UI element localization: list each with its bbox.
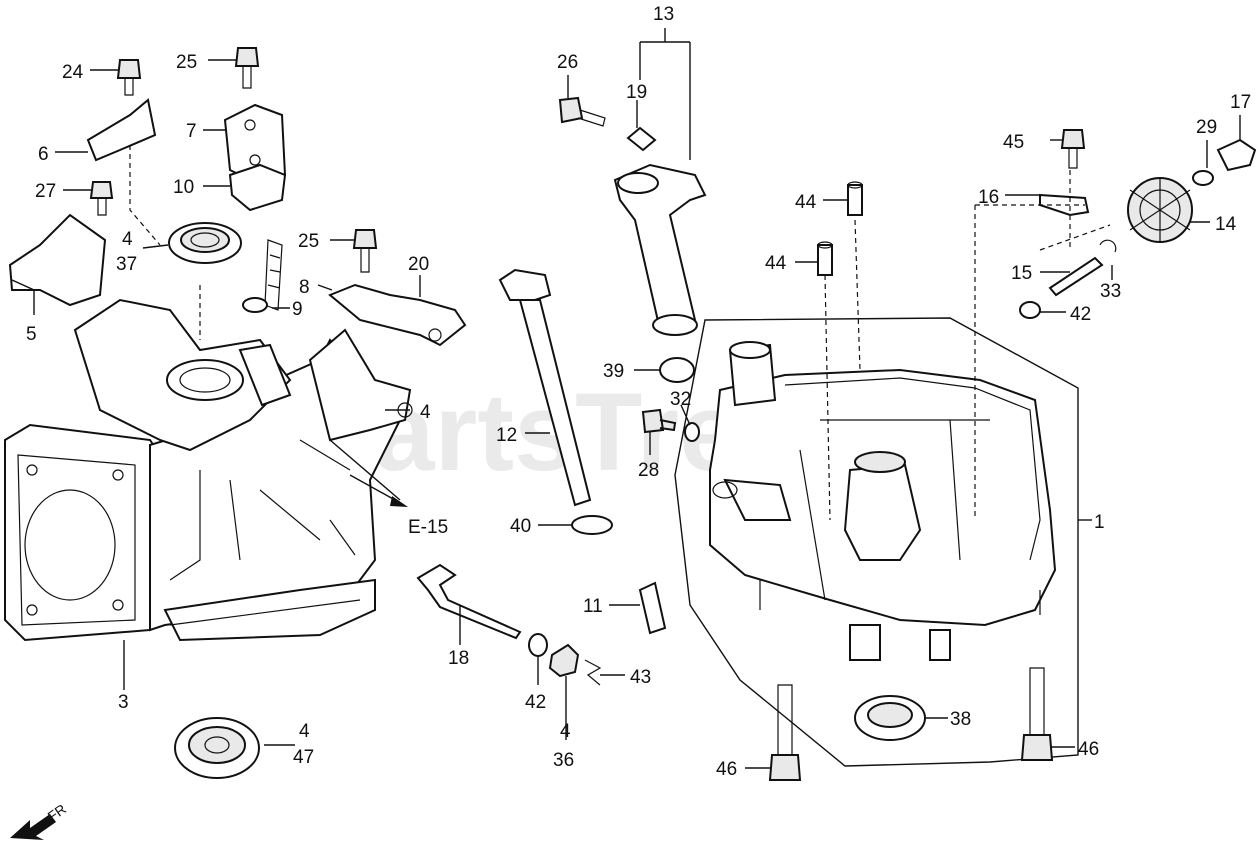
filler-tube-13 (613, 163, 707, 332)
bolt-26 (558, 96, 606, 127)
callout-27: 27 (35, 181, 56, 202)
callout-numbers: 13 17 24 25 26 19 7 29 45 6 10 27 16 44 … (26, 4, 1251, 780)
callout-9: 9 (292, 299, 303, 320)
callout-6: 6 (38, 144, 49, 165)
bolt-25a (234, 47, 260, 89)
callout-26: 26 (557, 52, 578, 73)
callout-28: 28 (638, 460, 659, 481)
lever-18 (416, 563, 522, 640)
leader-lines (11, 59, 1241, 769)
callout-43: 43 (630, 667, 651, 688)
reference-e15: E-15 (408, 517, 448, 538)
bracket-6 (86, 98, 157, 162)
callout-42a: 42 (525, 692, 546, 713)
washer-32 (684, 422, 700, 442)
sleeve-19 (626, 126, 657, 152)
washer-42b (1019, 301, 1041, 319)
callout-40: 40 (510, 516, 531, 537)
shaft-15 (1048, 256, 1104, 297)
chain-part (264, 239, 283, 311)
callout-37: 37 (116, 254, 137, 275)
plate-5 (8, 213, 107, 307)
dowel-44a (847, 184, 863, 216)
callout-42b: 42 (1070, 304, 1091, 325)
callout-4b: 4 (420, 402, 431, 423)
callout-24: 24 (62, 62, 84, 83)
bolt-46a (768, 684, 802, 781)
washer-29 (1192, 170, 1214, 186)
clip-11 (638, 581, 667, 635)
callout-44b: 44 (765, 253, 787, 274)
bearing-47 (174, 717, 260, 779)
clip-33 (1099, 239, 1117, 253)
seal-38 (854, 695, 926, 741)
e15-arrow-line (349, 474, 396, 501)
alignment-lines (129, 145, 1111, 521)
o-ring-39 (659, 357, 695, 383)
group-outline-cover (674, 317, 1079, 767)
gasket-40 (571, 515, 613, 535)
callout-25b: 25 (298, 231, 319, 252)
cover-10 (228, 163, 287, 212)
cylinder-block (4, 298, 413, 642)
callout-1: 1 (1094, 512, 1105, 533)
plate-16 (1039, 193, 1090, 217)
callout-8: 8 (299, 277, 310, 298)
callout-33: 33 (1100, 281, 1121, 302)
crankcase-cover (709, 341, 1057, 661)
bolt-45 (1060, 129, 1086, 169)
washer-9 (242, 297, 268, 313)
callout-5: 5 (26, 324, 37, 345)
callout-18: 18 (448, 648, 469, 669)
bolt-46b (1020, 667, 1054, 761)
callout-3: 3 (118, 692, 129, 713)
callout-47: 47 (293, 747, 314, 768)
front-arrow-icon (10, 814, 56, 840)
callout-20: 20 (408, 254, 429, 275)
pin-43 (584, 659, 602, 686)
callout-12: 12 (496, 425, 517, 446)
cap-17 (1216, 138, 1257, 172)
callout-39: 39 (603, 361, 624, 382)
callout-29: 29 (1196, 117, 1217, 138)
callout-4a: 4 (122, 229, 133, 250)
bracket-13 (639, 28, 691, 160)
callout-19: 19 (626, 82, 647, 103)
callout-4c: 4 (560, 721, 571, 742)
callout-32: 32 (670, 389, 691, 410)
callout-4d: 4 (299, 721, 310, 742)
gear-14 (1127, 177, 1193, 243)
callout-45: 45 (1003, 132, 1024, 153)
bolt-25b (352, 229, 378, 273)
washer-42a (528, 633, 548, 657)
bracket-8 (328, 283, 467, 347)
bolt-24 (116, 59, 142, 96)
callout-10: 10 (173, 177, 194, 198)
dowel-44b (817, 244, 833, 276)
callout-36: 36 (553, 750, 574, 771)
callout-46a: 46 (716, 759, 737, 780)
callout-38: 38 (950, 709, 971, 730)
callout-16: 16 (978, 187, 999, 208)
bolt-27 (89, 181, 114, 216)
callout-44a: 44 (795, 192, 817, 213)
oil-seal-37 (168, 222, 242, 264)
callout-25a: 25 (176, 52, 197, 73)
callout-11: 11 (583, 596, 603, 617)
callout-17: 17 (1230, 92, 1251, 113)
callout-46b: 46 (1078, 739, 1099, 760)
dipstick-12 (498, 268, 592, 507)
callout-15: 15 (1011, 263, 1032, 284)
e15-arrow-head (390, 496, 408, 507)
nut-36 (548, 643, 580, 678)
callout-14: 14 (1215, 214, 1237, 235)
callout-7: 7 (186, 121, 197, 142)
bolt-28 (641, 408, 677, 434)
callout-13: 13 (653, 4, 674, 25)
